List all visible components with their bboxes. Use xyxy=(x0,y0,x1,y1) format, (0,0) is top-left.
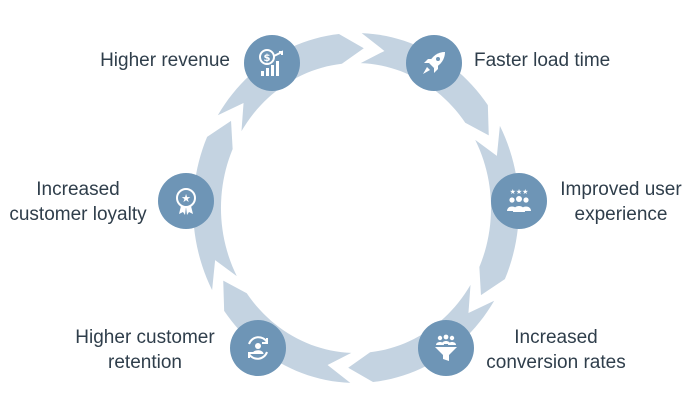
node-increased-conversion-rates xyxy=(418,320,474,376)
rocket-icon xyxy=(423,52,445,74)
award-icon: ★ xyxy=(176,188,196,215)
ring-arrow-segment xyxy=(223,280,352,383)
svg-text:★★★: ★★★ xyxy=(510,188,529,196)
node-improved-user-experience: ★★★ xyxy=(491,173,547,229)
node-higher-revenue: $ xyxy=(244,35,300,91)
revenue-icon: $ xyxy=(259,49,283,76)
label-increased-customer-loyalty: Increased customer loyalty xyxy=(9,179,147,225)
ring-arrow-segment xyxy=(348,284,495,383)
svg-text:$: $ xyxy=(264,53,271,64)
label-improved-user-experience: Improved user experience xyxy=(560,179,682,225)
node-increased-customer-loyalty: ★ xyxy=(158,173,214,229)
user-stars-icon: ★★★ xyxy=(507,188,531,212)
ring-arrow-segment xyxy=(193,120,237,291)
label-higher-customer-retention: Higher customer retention xyxy=(75,327,215,373)
ring-arrow-segment xyxy=(217,33,364,132)
label-higher-revenue: Higher revenue xyxy=(100,50,230,71)
ring-arrow-segment xyxy=(360,33,489,136)
svg-text:★: ★ xyxy=(181,192,191,205)
retention-icon xyxy=(248,336,268,360)
node-higher-customer-retention xyxy=(230,320,286,376)
label-faster-load-time: Faster load time xyxy=(474,50,611,71)
node-faster-load-time xyxy=(406,35,462,91)
funnel-icon xyxy=(435,334,457,361)
label-increased-conversion-rates: Increased conversion rates xyxy=(486,327,626,373)
